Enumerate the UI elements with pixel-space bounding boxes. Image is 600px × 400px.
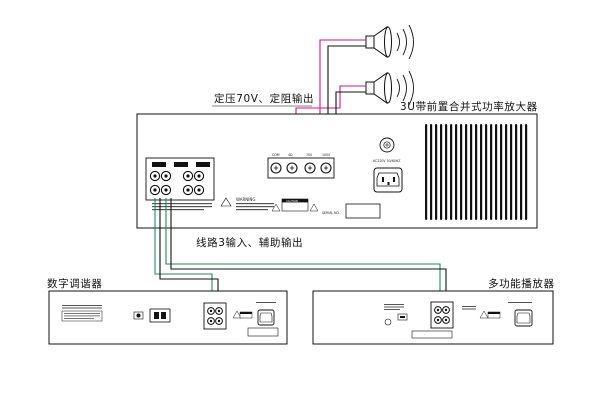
terminal-label: COM	[272, 153, 280, 157]
amplifier-panel: COM 4Ω 70V 100V AC220V 50/60HZ WARNING	[136, 113, 538, 229]
vent-slot	[465, 124, 468, 220]
input-block	[145, 157, 215, 201]
vent-slot	[445, 124, 448, 220]
fuse-holder	[379, 137, 395, 153]
vent-slot	[435, 124, 438, 220]
tuner-serial-plate	[247, 327, 279, 337]
player-serial-plate	[411, 330, 453, 339]
tuner-power-inlet	[257, 309, 275, 326]
speaker-bottom	[365, 70, 414, 106]
terminal-label: 100V	[322, 153, 331, 157]
vent-slot	[470, 124, 473, 220]
speaker-output-label: 定压70V、定阻输出	[214, 92, 314, 105]
line-input-label: 线路3输入、辅助输出	[196, 236, 303, 249]
terminal-label: 70V	[306, 153, 313, 157]
vent-slot	[495, 124, 498, 220]
fm-am-terminal	[149, 308, 171, 323]
signal-wire-tuner	[154, 198, 213, 298]
tuner-panel	[48, 290, 288, 345]
vent-slot	[500, 124, 503, 220]
vent-slot	[515, 124, 518, 220]
vent-slot	[425, 124, 428, 220]
speaker-terminal-block: COM 4Ω 70V 100V	[267, 153, 335, 179]
signal-wire-player	[165, 198, 441, 298]
terminal-label: 4Ω	[288, 153, 293, 157]
player-title: 多功能播放器	[488, 277, 555, 290]
vent-slot	[520, 124, 523, 220]
signal-wire-player-b	[170, 198, 447, 298]
vent-slot	[505, 124, 508, 220]
vent-slot	[460, 124, 463, 220]
vent-slot	[475, 124, 478, 220]
speaker-top	[365, 24, 414, 60]
signal-wires	[154, 198, 447, 298]
warning-label: WARNING	[236, 197, 256, 202]
player-usb-port	[397, 313, 408, 321]
serial-plate	[345, 203, 381, 219]
vent-slot	[485, 124, 488, 220]
vent-slot	[440, 124, 443, 220]
vent-slot	[430, 124, 433, 220]
player-output-jacks	[430, 301, 454, 329]
amplifier-title: 3U带前置合并式功率放大器	[400, 100, 538, 113]
vent-slot	[480, 124, 483, 220]
serial-label: SERIAL NO.	[322, 211, 340, 215]
vent-grille	[425, 124, 528, 220]
vent-slot	[450, 124, 453, 220]
antenna-jack	[133, 311, 144, 320]
power-label: AC220V 50/60HZ	[373, 159, 401, 163]
vent-slot	[525, 124, 528, 220]
vent-slot	[510, 124, 513, 220]
tuner-output-jacks	[203, 302, 227, 330]
warning-area: WARNING CAUTION SERIAL NO.	[152, 197, 381, 219]
player-panel	[312, 290, 554, 345]
player-power-inlet	[514, 309, 533, 327]
player-fuse	[384, 318, 392, 326]
caution-label: CAUTION	[286, 199, 298, 203]
tuner-title: 数字调谐器	[47, 277, 103, 290]
signal-wire-tuner-b	[159, 198, 219, 298]
vent-slot	[490, 124, 493, 220]
power-inlet	[373, 167, 403, 193]
vent-slot	[455, 124, 458, 220]
